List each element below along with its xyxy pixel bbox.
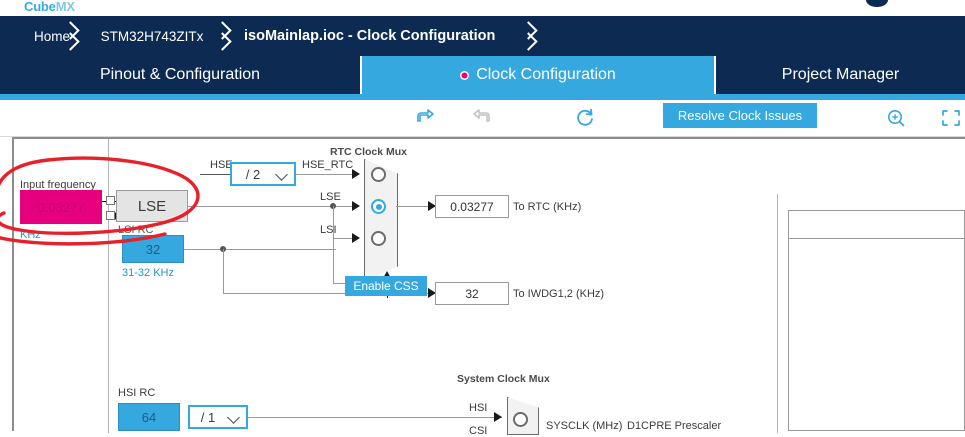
redo-icon[interactable] bbox=[470, 106, 496, 130]
hsi-divider-value: / 1 bbox=[200, 409, 216, 425]
wire-lsi-to-css bbox=[333, 283, 355, 284]
input-frequency-unit: KHz bbox=[20, 229, 41, 241]
chevron-down-icon bbox=[274, 166, 290, 182]
arrow-css-into-mux bbox=[382, 271, 392, 280]
logo-cube-text: Cube bbox=[24, 0, 56, 14]
hsi-rc-value[interactable]: 64 bbox=[118, 403, 180, 431]
breadcrumb-item-file[interactable]: isoMainlap.ioc - Clock Configuration bbox=[244, 16, 495, 56]
hse-rtc-label: HSE_RTC bbox=[302, 159, 354, 171]
toolbar-divider bbox=[0, 136, 965, 137]
tab-project-manager-label: Project Manager bbox=[781, 66, 900, 83]
breadcrumb-chevron-3-icon bbox=[522, 24, 536, 48]
cubemx-logo: CubeMX bbox=[24, 0, 75, 14]
window-control-blob bbox=[866, 0, 888, 7]
breadcrumb-home-label: Home bbox=[33, 28, 70, 44]
tab-pinout-configuration[interactable]: Pinout & Configuration bbox=[0, 56, 360, 94]
mux-input-lse-label: LSE bbox=[320, 191, 341, 203]
undo-icon[interactable] bbox=[415, 106, 441, 130]
arrow-rtc-out bbox=[428, 201, 436, 211]
wire-iwdg-drop bbox=[223, 249, 224, 294]
clock-toolbar bbox=[0, 100, 965, 136]
hse-rtc-divider-select[interactable]: / 2 bbox=[230, 162, 296, 186]
lse-pin-out bbox=[106, 211, 115, 220]
tab-separator-1 bbox=[360, 56, 362, 94]
breadcrumb-item-home[interactable]: Home bbox=[12, 16, 92, 56]
wire-mux-to-rtc bbox=[396, 206, 436, 207]
rtc-mux-pin-lsi[interactable] bbox=[371, 231, 386, 246]
tab-separator-2 bbox=[714, 56, 716, 94]
mux-input-lsi-label: LSI bbox=[320, 224, 337, 236]
hse-label: HSE bbox=[210, 159, 233, 171]
d1cpre-prescaler-label: D1CPRE Prescaler bbox=[627, 420, 722, 432]
tab-clock-configuration[interactable]: Clock Configuration bbox=[362, 56, 714, 94]
wire-hse-in bbox=[200, 174, 242, 175]
wire-hsi-to-sysmux bbox=[248, 417, 502, 418]
wire-iwdg-run bbox=[223, 293, 436, 294]
breadcrumb-chevron-2-icon bbox=[216, 24, 230, 48]
rtc-mux-pin-lse[interactable] bbox=[371, 199, 386, 214]
fullscreen-icon[interactable] bbox=[938, 106, 964, 130]
sysmux-pin-hsi[interactable] bbox=[513, 412, 528, 427]
resolve-clock-issues-button[interactable]: Resolve Clock Issues bbox=[663, 103, 817, 128]
lse-pin-in bbox=[106, 196, 115, 205]
wire-lsi-to-mux bbox=[333, 238, 358, 239]
arrow-hsi-sysmux bbox=[494, 412, 502, 422]
input-frequency-field[interactable]: 0.03277 bbox=[20, 190, 102, 224]
arrow-lsi-mux bbox=[352, 233, 360, 243]
iwdg-output-value[interactable]: 32 bbox=[435, 282, 509, 305]
hsi-rc-label: HSI RC bbox=[118, 387, 156, 399]
wire-lsi-down bbox=[333, 238, 334, 284]
wire-hse-rtc-to-mux bbox=[296, 174, 358, 175]
arrow-iwdg-out bbox=[428, 288, 436, 298]
tab-pinout-label: Pinout & Configuration bbox=[99, 66, 261, 83]
hsi-divider-select[interactable]: / 1 bbox=[188, 405, 248, 429]
sysmux-input-hsi-label: HSI bbox=[469, 402, 488, 414]
rtc-output-label: To RTC (KHz) bbox=[513, 201, 582, 213]
sysmux-input-csi-label: CSI bbox=[469, 425, 488, 437]
main-tab-bar: Pinout & Configuration Clock Configurati… bbox=[0, 56, 965, 94]
wire-lsi-riser bbox=[333, 206, 334, 249]
hse-divider-value: / 2 bbox=[245, 166, 261, 182]
lse-box[interactable]: LSE bbox=[116, 190, 188, 222]
right-side-panel-header bbox=[789, 211, 964, 239]
logo-mx-text: MX bbox=[55, 0, 75, 14]
wire-lsi-out bbox=[184, 249, 336, 250]
breadcrumb-item-device[interactable]: STM32H743ZITx bbox=[92, 16, 212, 56]
wire-lse-to-mux bbox=[188, 206, 358, 207]
right-side-panel[interactable] bbox=[788, 210, 965, 431]
arrow-hse-rtc-mux bbox=[352, 169, 360, 179]
system-clock-mux-title: System Clock Mux bbox=[457, 373, 550, 385]
tab-active-underline bbox=[0, 94, 965, 100]
iwdg-output-label: To IWDG1,2 (KHz) bbox=[513, 288, 605, 300]
column-divider-left bbox=[108, 139, 109, 433]
tab-clock-label: Clock Configuration bbox=[476, 66, 616, 83]
lsi-rc-range: 31-32 KHz bbox=[122, 267, 174, 279]
active-tab-indicator-icon bbox=[460, 70, 470, 80]
logo-strip: CubeMX bbox=[0, 0, 965, 16]
rtc-output-value[interactable]: 0.03277 bbox=[435, 195, 509, 218]
breadcrumb-device-label: STM32H743ZITx bbox=[100, 28, 204, 44]
breadcrumb: Home STM32H743ZITx isoMainlap.ioc - Cloc… bbox=[0, 16, 965, 56]
sysclk-label: SYSCLK (MHz) bbox=[546, 420, 623, 432]
breadcrumb-chevron-1-icon bbox=[64, 24, 78, 48]
arrow-lse-mux bbox=[352, 201, 360, 211]
zoom-in-icon[interactable] bbox=[883, 106, 909, 130]
breadcrumb-file-label: isoMainlap.ioc - Clock Configuration bbox=[244, 28, 496, 44]
column-divider-right bbox=[777, 194, 778, 433]
rtc-clock-mux-title: RTC Clock Mux bbox=[330, 146, 408, 158]
tab-project-manager[interactable]: Project Manager bbox=[716, 56, 965, 94]
chevron-down-icon-2 bbox=[226, 409, 242, 425]
enable-css-button[interactable]: Enable CSS bbox=[345, 276, 427, 296]
rtc-mux-pin-hse-rtc[interactable] bbox=[371, 167, 386, 182]
reset-icon[interactable] bbox=[573, 106, 599, 130]
lsi-rc-value[interactable]: 32 bbox=[122, 235, 184, 263]
